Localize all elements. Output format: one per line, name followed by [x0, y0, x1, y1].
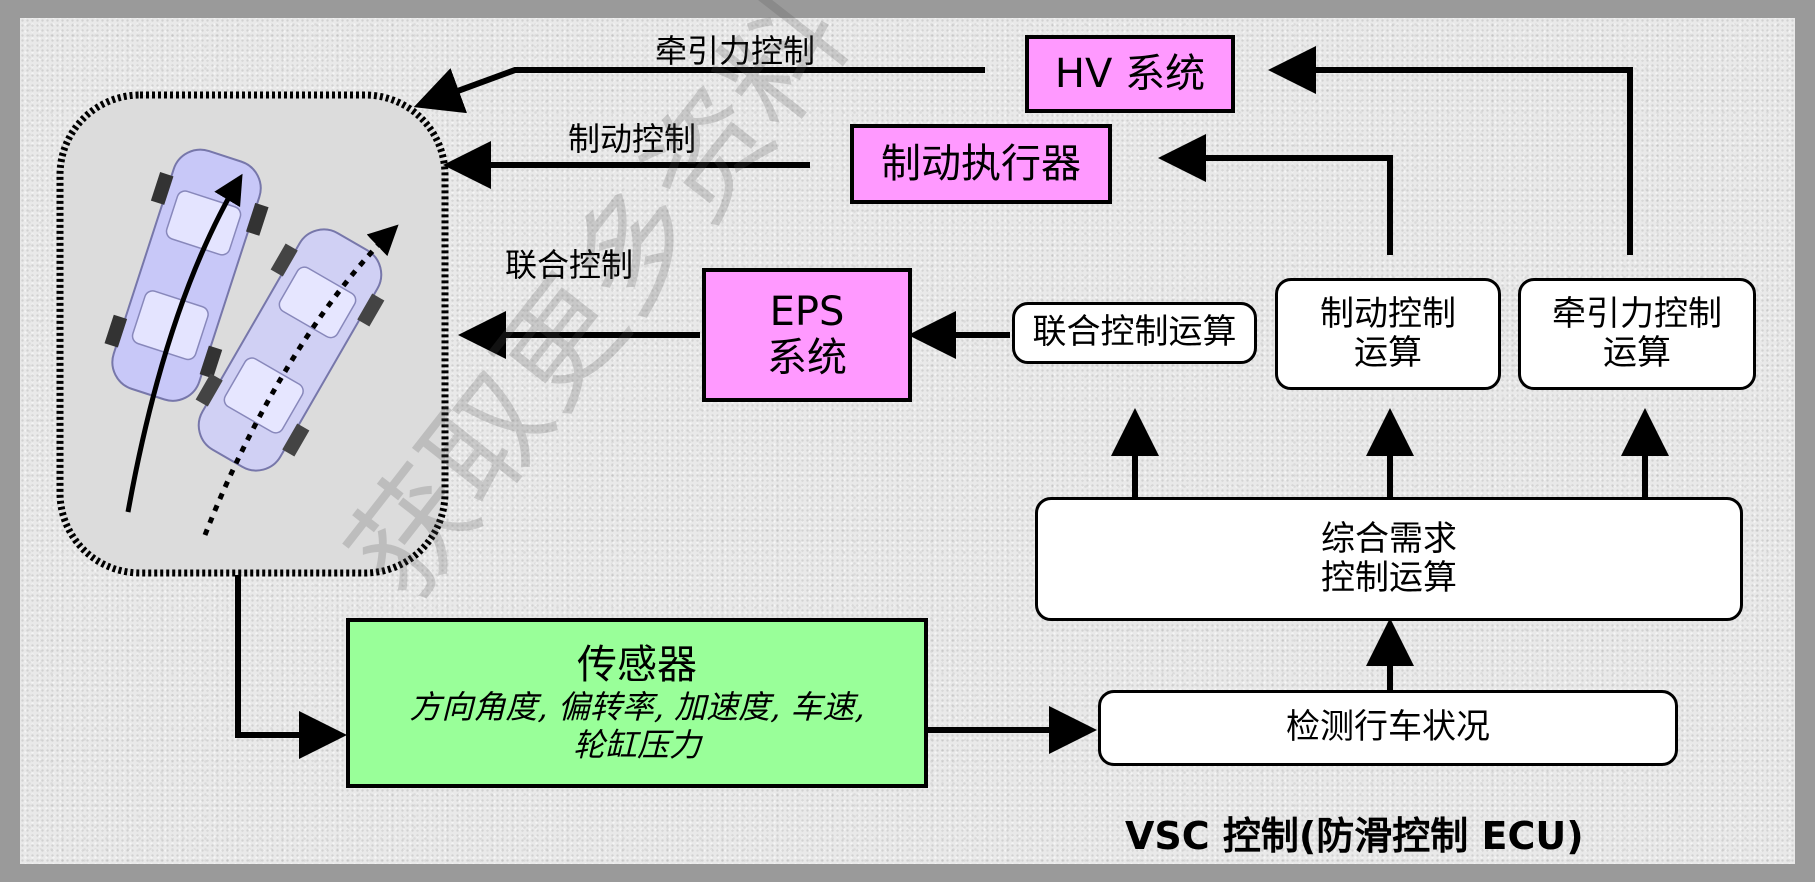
traction-calc-line1: 牵引力控制: [1552, 293, 1722, 334]
vehicle-to-sensor-arrow: [235, 575, 347, 759]
traction-control-label: 牵引力控制: [655, 32, 816, 70]
brake-calc-line1: 制动控制: [1320, 293, 1456, 334]
traction-control-arrow: [413, 67, 985, 114]
traction-calc-to-hv-arrow: [1268, 46, 1633, 255]
diagram-title: VSC 控制(防滑控制 ECU): [1125, 814, 1584, 858]
car-2-icon: [195, 228, 385, 472]
detect-status-box: 检测行车状况: [1098, 690, 1678, 766]
traction-calc-box: 牵引力控制 运算: [1518, 278, 1756, 390]
coop-control-label: 联合控制: [505, 246, 634, 284]
sensor-box: 传感器 方向角度, 偏转率, 加速度, 车速, 轮缸压力: [346, 618, 928, 788]
eps-system-box: EPS 系统: [702, 268, 912, 402]
traction-calc-line2: 运算: [1603, 333, 1671, 373]
hv-system-label: HV 系统: [1054, 51, 1206, 97]
eps-label-line1: EPS: [769, 289, 845, 335]
hv-system-box: HV 系统: [1025, 35, 1235, 113]
brake-calc-to-actuator-arrow: [1158, 134, 1393, 255]
vehicle-area: [56, 91, 449, 577]
demand-calc-box: 综合需求 控制运算: [1035, 497, 1743, 621]
coop-calc-box: 联合控制运算: [1012, 302, 1257, 364]
intended-path-arrow: [125, 173, 243, 513]
sensor-detail-line1: 方向角度, 偏转率, 加速度, 车速,: [409, 687, 865, 726]
sensor-title: 传感器: [577, 641, 697, 688]
brake-calc-line2: 运算: [1354, 333, 1422, 373]
brake-actuator-box: 制动执行器: [850, 124, 1112, 204]
brake-actuator-label: 制动执行器: [881, 141, 1081, 187]
sensor-detail-line2: 轮缸压力: [572, 726, 701, 764]
eps-label-line2: 系统: [767, 335, 847, 381]
coop-calc-label: 联合控制运算: [1032, 312, 1237, 353]
demand-calc-line1: 综合需求: [1321, 518, 1457, 559]
brake-calc-box: 制动控制 运算: [1275, 278, 1501, 390]
detect-status-label: 检测行车状况: [1286, 707, 1490, 748]
demand-calc-line2: 控制运算: [1321, 558, 1457, 598]
brake-control-label: 制动控制: [568, 120, 697, 158]
